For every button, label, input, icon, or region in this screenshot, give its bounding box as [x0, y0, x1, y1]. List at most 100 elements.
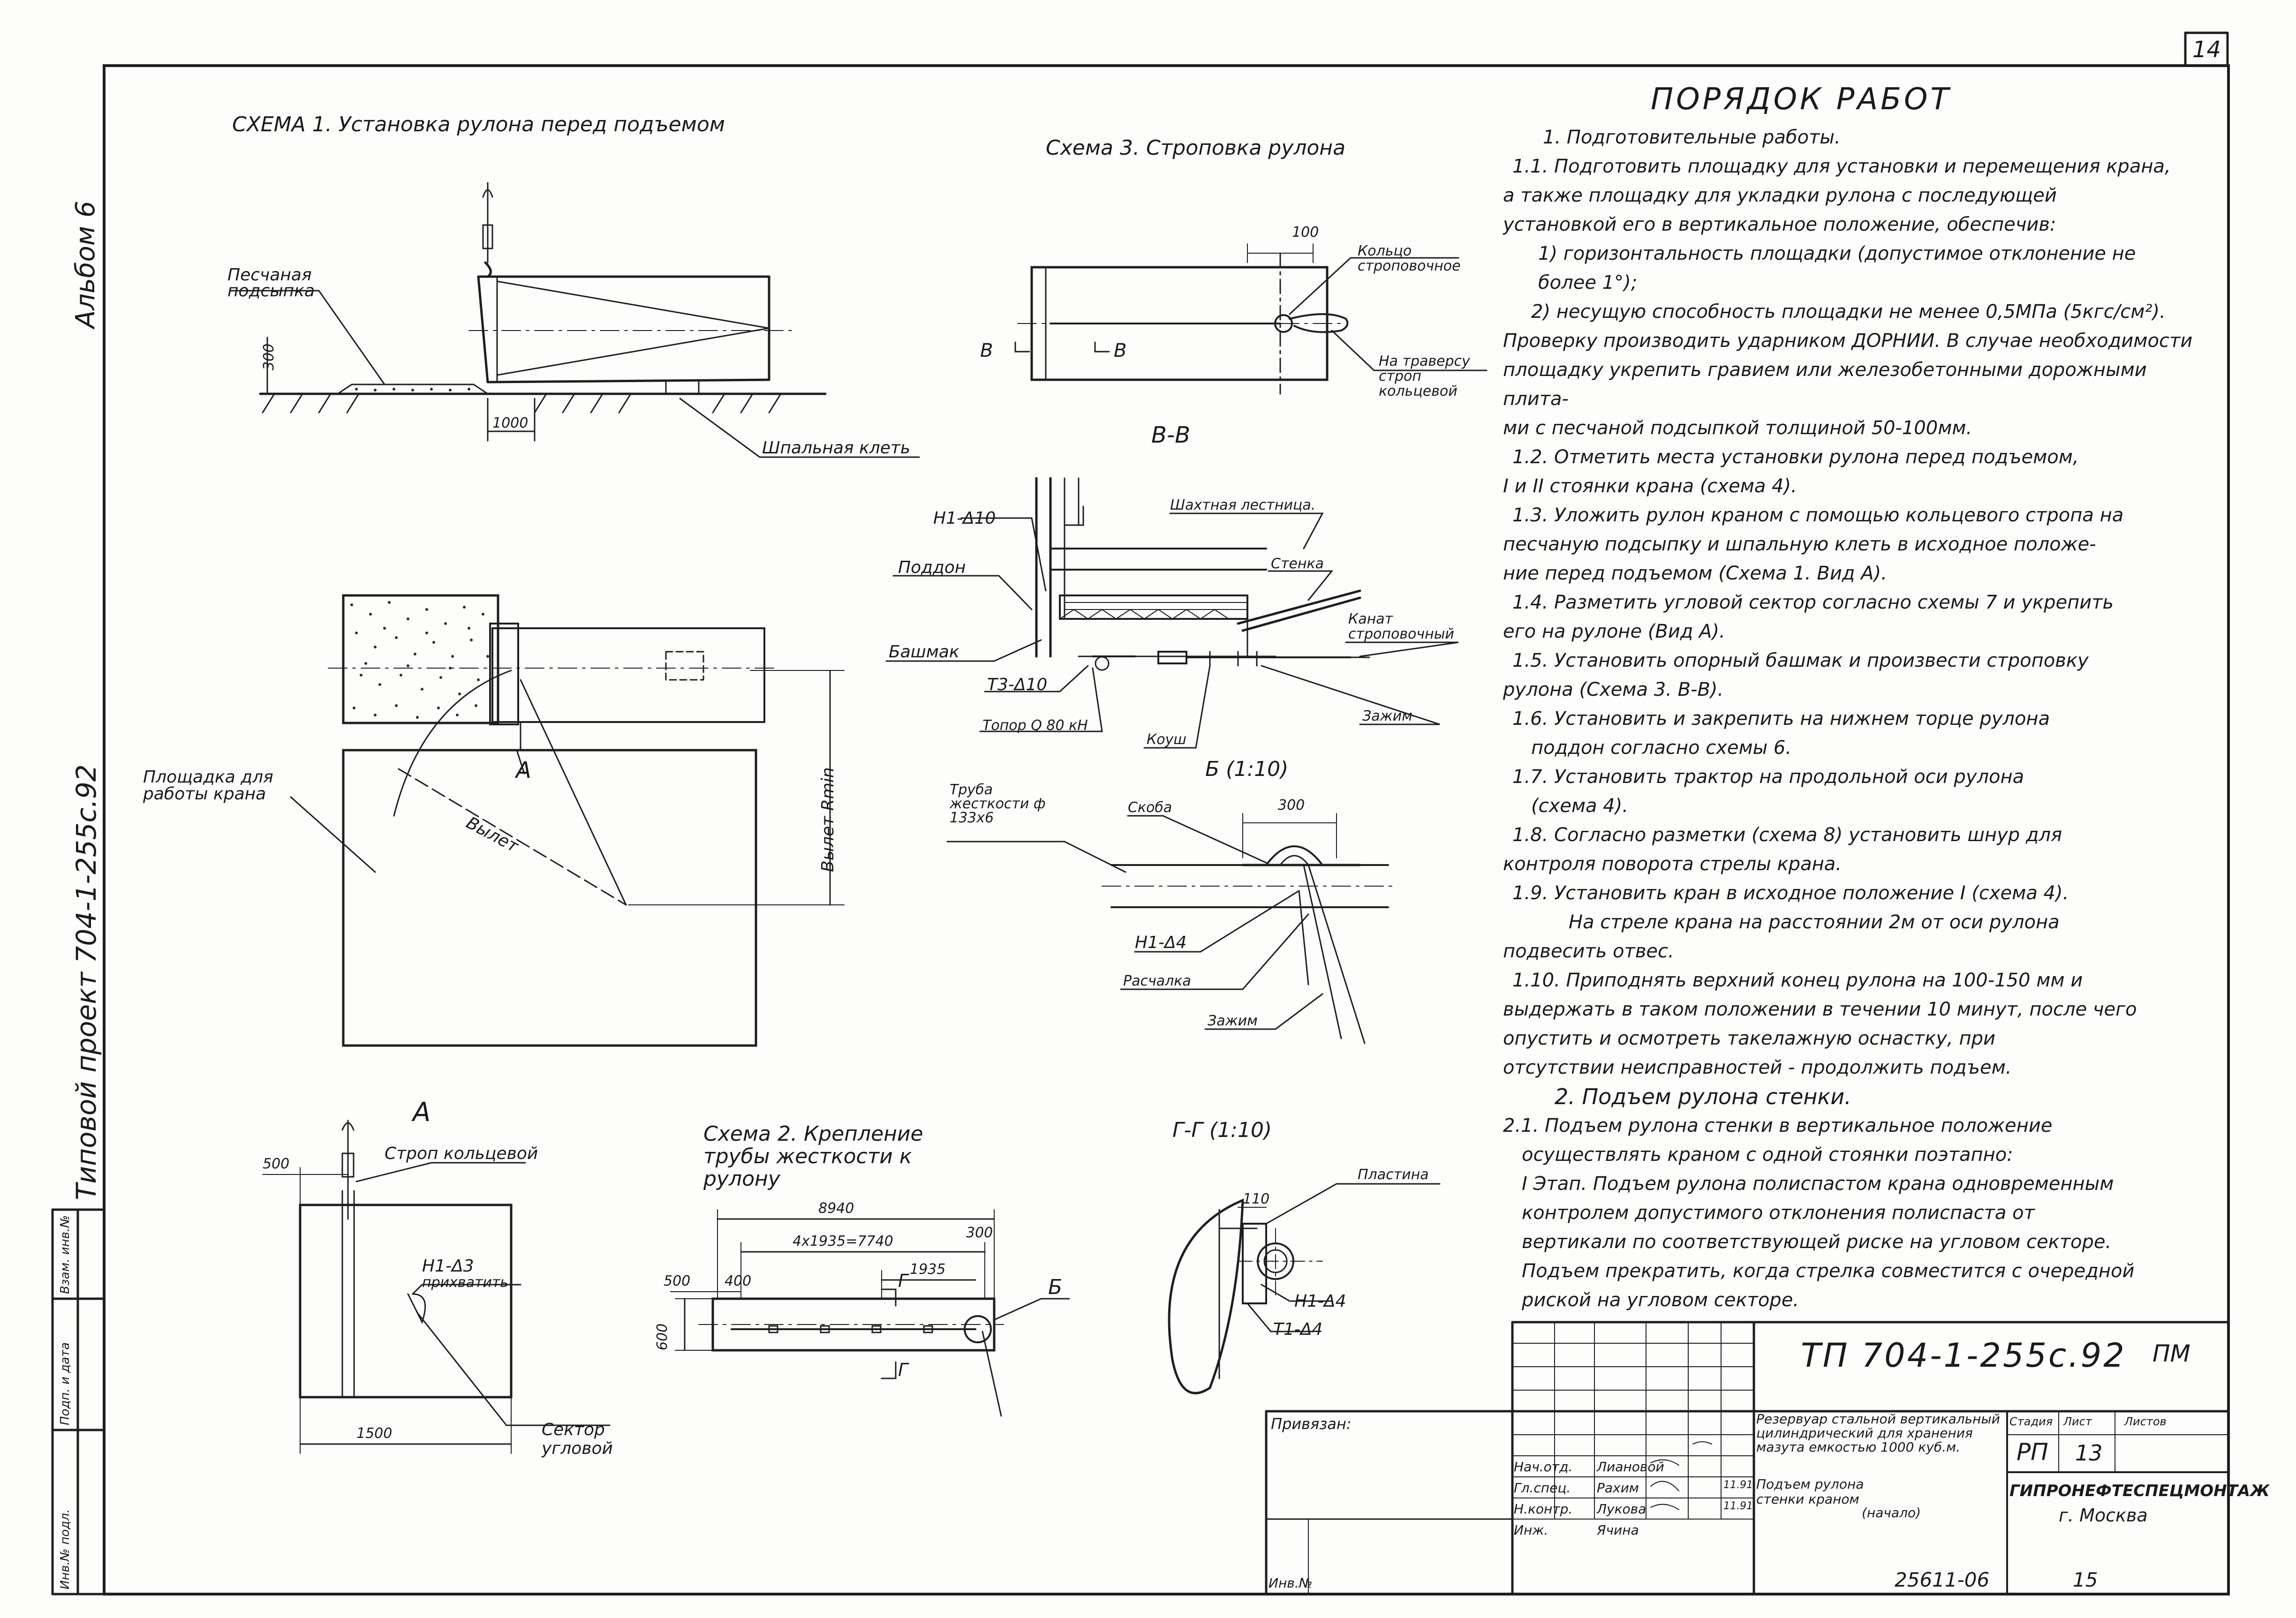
procedure-line: установкой его в вертикальное положение,… [1503, 214, 2056, 235]
procedure-line: 1.8. Согласно разметки (схема 8) установ… [1512, 824, 2062, 846]
procedure-line: 1.6. Установить и закрепить на нижнем то… [1512, 708, 2050, 730]
procedure-line: 1.3. Уложить рулон краном с помощью коль… [1512, 504, 2124, 526]
procedure-line: подвесить отвес. [1503, 941, 1674, 962]
sheets-header: Листов [2124, 1415, 2167, 1428]
procedure-line: осуществлять краном с одной стоянки поэт… [1522, 1144, 2013, 1166]
city-label: г. Москва [2059, 1505, 2148, 1526]
procedure-line: Подъем прекратить, когда стрелка совмест… [1522, 1260, 2135, 1282]
procedure-line: 1.7. Установить трактор на продольной ос… [1512, 766, 2024, 788]
cut-mark-v-right: В [1114, 340, 1127, 361]
procedure-line: поддон согласно схемы 6. [1531, 737, 1792, 759]
role-3: Н.контр. [1514, 1501, 1573, 1517]
dim-1500: 1500 [356, 1425, 393, 1442]
procedure-line: контроля поворота стрелы крана. [1503, 853, 1842, 875]
pallet-label: Поддон [898, 558, 966, 577]
dim-8940: 8940 [818, 1200, 854, 1217]
name-4: Ячина [1597, 1522, 1639, 1538]
sand-bed-label: Песчаная подсыпка [227, 265, 315, 301]
dim-100: 100 [1292, 224, 1319, 241]
shoe-label: Башмак [889, 642, 959, 662]
procedure-line: 2) несущую способность площадки не менее… [1531, 301, 2166, 323]
procedure-line: 1.1. Подготовить площадку для установки … [1512, 156, 2171, 177]
procedure-line: контролем допустимого отклонения полиспа… [1522, 1202, 2035, 1224]
t1-d4-label: Т1-Δ4 [1273, 1320, 1323, 1339]
procedure-line: песчаную подсыпку и шпальную клеть в исх… [1503, 534, 2096, 555]
procedure-line: 1.9. Установить кран в исходное положени… [1512, 882, 2069, 904]
procedure-line: 1.5. Установить опорный башмак и произве… [1512, 650, 2089, 671]
name-2: Рахим [1597, 1480, 1639, 1496]
dim-300: 300 [261, 343, 277, 370]
doc-code: ТП 704-1-255с.92 [1801, 1336, 2126, 1375]
section-b-title: Б (1:10) [1205, 757, 1289, 781]
procedure-line: более 1°); [1538, 272, 1638, 293]
thimble-label: Коуш [1147, 731, 1186, 748]
dim-series: 4х1935=7740 [793, 1233, 893, 1249]
procedure-line: 1.10. Приподнять верхний конец рулона на… [1512, 970, 2083, 991]
detail-b-marker: Б [1048, 1275, 1063, 1299]
procedure-line: рулона (Схема 3. В-В). [1503, 679, 1724, 700]
n1-d3-label: Н1-Δ3 [422, 1257, 474, 1276]
date-2: 11.91 [1723, 1500, 1753, 1512]
dim-500-a: 500 [263, 1156, 290, 1172]
weld-label: прихватить [422, 1274, 509, 1291]
stage-header: Стадия [2009, 1415, 2053, 1428]
procedure-line: площадку укрепить гравием или железобето… [1503, 359, 2147, 410]
n1-d10-label: Н1-Δ10 [933, 509, 996, 528]
project-label: Типовой проект 704-1-255с.92 [70, 764, 102, 1200]
section-vv-title: В-В [1151, 422, 1191, 448]
object-description: Резервуар стальной вертикальный цилиндри… [1756, 1411, 2000, 1455]
procedure-line: 1) горизонтальность площадки (допустимое… [1538, 243, 2136, 264]
date-1: 11.91 [1723, 1479, 1753, 1491]
sheet-subtitle: (начало) [1862, 1505, 1921, 1520]
procedure-section-heading: 2. Подъем рулона стенки. [1555, 1084, 1851, 1109]
procedure-line: а также площадку для укладки рулона с по… [1503, 185, 2057, 206]
stamp-inv-label: Инв.№ подл. [58, 1509, 72, 1589]
procedure-line: вертикали по соответствующей риске на уг… [1522, 1231, 2112, 1253]
procedure-line: выдержать в таком положении в течении 10… [1503, 999, 2137, 1020]
dim-110: 110 [1243, 1191, 1270, 1207]
dim-300-b: 300 [1278, 797, 1305, 813]
dim-600: 600 [654, 1323, 671, 1350]
name-1: Лиановой [1597, 1459, 1664, 1475]
traverse-label: На траверсу строп кольцевой [1379, 353, 1470, 399]
archive-number: 25611-06 [1895, 1568, 1990, 1591]
inv-label: Инв.№ [1269, 1575, 1313, 1591]
sheet-value: 13 [2075, 1440, 2103, 1466]
cut-mark-g-bottom: Г [898, 1360, 908, 1380]
archive-suffix: 15 [2073, 1568, 2098, 1591]
dim-1000: 1000 [492, 415, 529, 431]
stage-value: РП [2017, 1438, 2048, 1466]
procedure-line: 1.2. Отметить места установки рулона пер… [1512, 446, 2079, 468]
clamp-label: Зажим [1362, 708, 1412, 724]
sector-label: Сектор угловой [542, 1420, 613, 1458]
t3-d10-label: Т3-Δ10 [987, 675, 1048, 694]
view-a-marker: A [516, 757, 531, 783]
stamp-sign-label: Подп. и дата [58, 1342, 72, 1425]
procedure-line: I и II стоянки крана (схема 4). [1503, 475, 1797, 497]
cut-mark-g-top: Г [898, 1271, 908, 1291]
rope-label: Канат строповочный [1348, 611, 1454, 642]
brace-label: Расчалка [1123, 973, 1191, 989]
procedure-line: I Этап. Подъем рулона полиспастом крана … [1522, 1173, 2114, 1195]
plate-label: Пластина [1358, 1166, 1429, 1183]
n1-d4-gg-label: Н1-Δ4 [1294, 1292, 1346, 1311]
role-4: Инж. [1514, 1522, 1548, 1538]
role-1: Нач.отд. [1514, 1459, 1573, 1475]
pipe-label: Труба жесткости ф 133х6 [950, 782, 1046, 826]
scheme2-title: Схема 2. Крепление трубы жесткости к рул… [703, 1122, 923, 1191]
procedure-line: Проверку производить ударником ДОРНИИ. В… [1503, 330, 2193, 352]
clamp-b-label: Зажим [1208, 1013, 1258, 1029]
name-3: Лукова [1597, 1501, 1646, 1517]
sheet-title: Подъем рулона стенки краном [1756, 1476, 1864, 1507]
axe-label: Топор Q 80 кН [982, 717, 1088, 734]
procedure-line: 1.4. Разметить угловой сектор согласно с… [1512, 592, 2114, 613]
dim-300-s2: 300 [966, 1225, 993, 1241]
procedure-line: ние перед подъемом (Схема 1. Вид А). [1503, 563, 1887, 584]
ring-label: Кольцо строповочное [1358, 243, 1461, 274]
procedure-line: ми с песчаной подсыпкой толщиной 50-100м… [1503, 417, 1972, 439]
bound-label: Привязан: [1271, 1415, 1352, 1433]
view-a-title: A [413, 1097, 431, 1128]
procedure-line: его на рулоне (Вид А). [1503, 621, 1725, 642]
